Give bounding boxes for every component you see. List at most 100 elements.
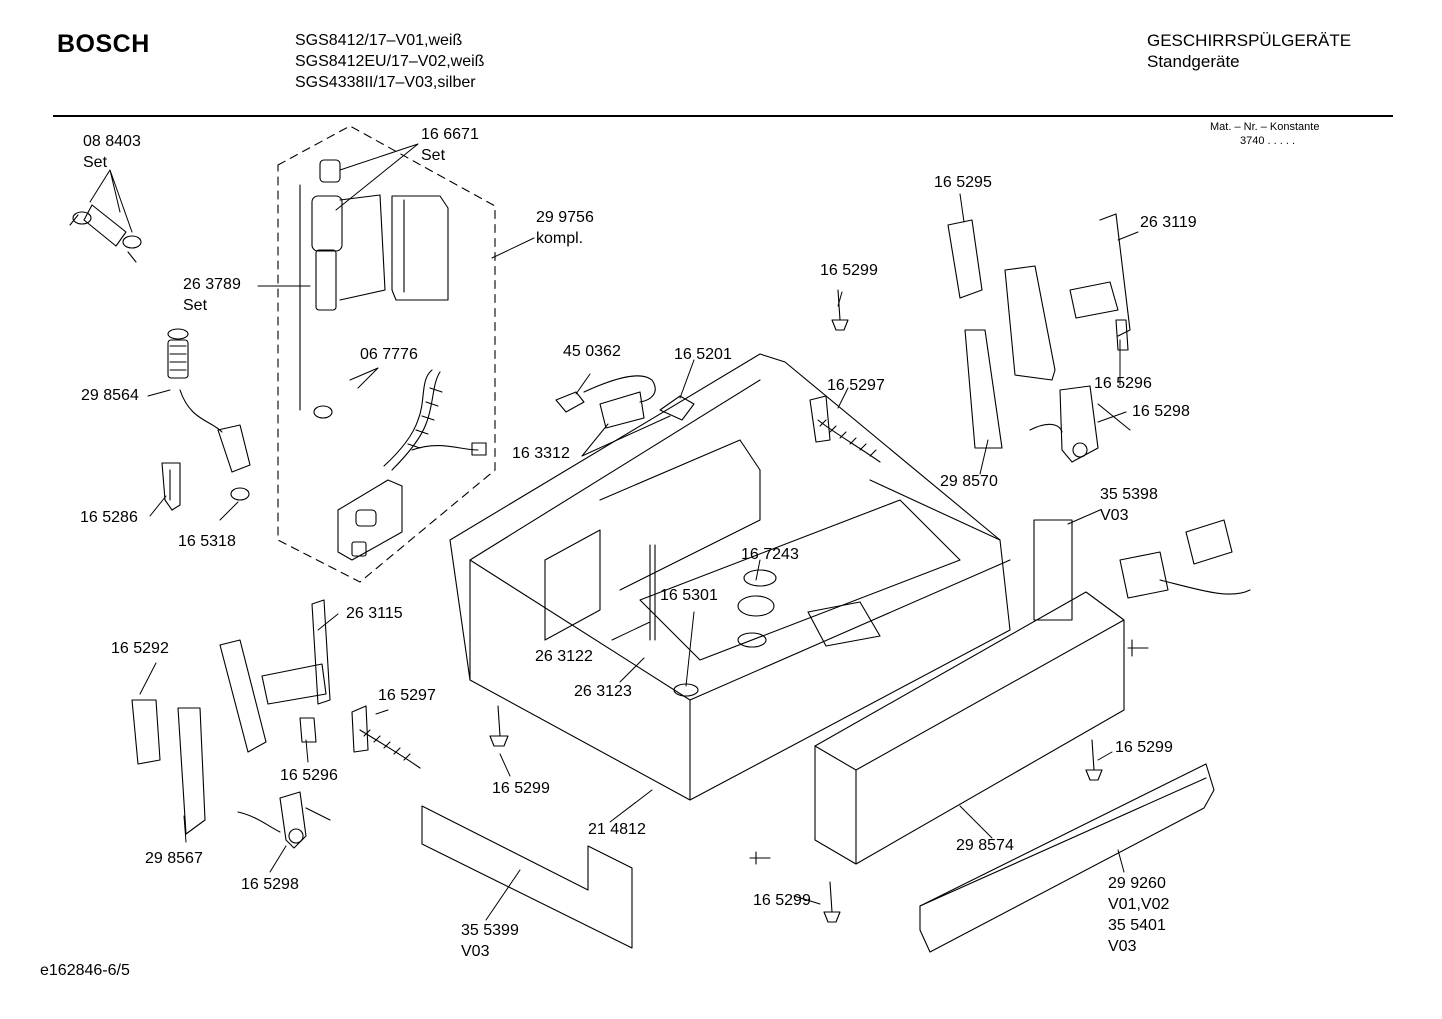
door-spring-left <box>352 706 420 768</box>
hose-clip <box>162 463 180 510</box>
part-label: 35 5399 V03 <box>461 920 519 962</box>
category-title: GESCHIRRSPÜLGERÄTE <box>1147 31 1352 50</box>
part-number: 21 4812 <box>588 821 646 838</box>
part-number: 16 5299 <box>753 892 811 909</box>
part-label: 16 5299 <box>820 260 878 281</box>
part-number: 16 5318 <box>178 533 236 550</box>
category-subtitle: Standgeräte <box>1147 52 1240 71</box>
part-note: V03 <box>461 943 490 960</box>
front-panel <box>815 592 1124 864</box>
material-constant-value: 3740 . . . . . <box>1240 135 1296 147</box>
model-list: SGS8412/17–V01,weiß SGS8412EU/17–V02,wei… <box>295 30 484 93</box>
screw-icon <box>490 706 508 746</box>
base-tub <box>450 354 1010 800</box>
part-label: 16 3312 <box>512 443 570 464</box>
screw-icon <box>832 290 848 330</box>
part-number: 29 8570 <box>940 473 998 490</box>
part-number: 26 3115 <box>346 605 403 622</box>
assembly-group-outline <box>278 126 495 582</box>
part-label: 16 5299 <box>753 890 811 911</box>
part-label: 29 8570 <box>940 471 998 492</box>
part-number: 16 5301 <box>660 587 718 604</box>
part-label: 26 3122 <box>535 646 593 667</box>
valve-bracket <box>338 480 402 560</box>
part-number: 16 5292 <box>111 640 169 657</box>
part-note: V01,V02 <box>1108 896 1170 913</box>
part-number: 26 3119 <box>1140 214 1197 231</box>
part-number: 16 5298 <box>1132 403 1190 420</box>
part-label: 35 5398 V03 <box>1100 484 1158 526</box>
material-constant-label: Mat. – Nr. – Konstante <box>1210 121 1320 133</box>
part-label: 16 5296 <box>280 765 338 786</box>
part-note: Set <box>83 154 108 171</box>
screw-icon <box>824 882 840 922</box>
part-number: 29 8564 <box>81 387 139 404</box>
part-note: V03 <box>1108 938 1137 955</box>
part-label: 29 8567 <box>145 848 203 869</box>
part-label: 16 5286 <box>80 507 138 528</box>
part-label: 16 5292 <box>111 638 169 659</box>
hose-clamp-set <box>70 205 141 262</box>
part-label: 08 8403 Set <box>83 131 141 173</box>
part-number: 16 7243 <box>741 546 799 563</box>
right-hinge-bracket <box>948 214 1130 462</box>
part-label: 16 7243 <box>741 544 799 565</box>
part-label: 16 5296 <box>1094 373 1152 394</box>
part-label: 16 5297 <box>827 375 885 396</box>
part-number: 16 5297 <box>827 377 885 394</box>
part-note: kompl. <box>536 230 584 247</box>
screw-icon <box>750 852 770 864</box>
part-label: 29 8564 <box>81 385 139 406</box>
part-label: 26 3789 Set <box>183 274 241 316</box>
header-rule <box>53 115 1393 117</box>
part-label: 45 0362 <box>563 341 621 362</box>
part-note: Set <box>183 297 208 314</box>
part-label: 16 5201 <box>674 344 732 365</box>
part-number: 16 5296 <box>280 767 338 784</box>
model-line: SGS8412EU/17–V02,weiß <box>295 53 485 70</box>
screw-icon <box>1128 640 1148 656</box>
drain-hose <box>168 329 250 500</box>
part-number: 16 5295 <box>934 174 992 191</box>
material-constant: Mat. – Nr. – Konstante 3740 . . . . . <box>1210 120 1319 148</box>
part-number: 16 5299 <box>820 262 878 279</box>
part-number: 26 3122 <box>535 648 593 665</box>
part-label: 26 3123 <box>574 681 632 702</box>
part-label: 26 3119 <box>1140 212 1197 233</box>
part-label: 16 5297 <box>378 685 436 706</box>
cable-assembly <box>556 376 694 428</box>
door-spring-right <box>810 396 880 462</box>
part-number: 29 8567 <box>145 850 203 867</box>
part-number: 06 7776 <box>360 346 418 363</box>
part-number: 29 9260 <box>1108 875 1166 892</box>
part-label: 29 9756 kompl. <box>536 207 594 249</box>
part-number: 16 5299 <box>492 780 550 797</box>
part-number: 16 5297 <box>378 687 436 704</box>
part-label: 16 5295 <box>934 172 992 193</box>
part-label: 16 5318 <box>178 531 236 552</box>
coil-hose <box>384 370 486 470</box>
part-number: 16 3312 <box>512 445 570 462</box>
category-block: GESCHIRRSPÜLGERÄTE Standgeräte <box>1147 30 1351 72</box>
part-number: 35 5398 <box>1100 486 1158 503</box>
part-label: 21 4812 <box>588 819 646 840</box>
part-number: 45 0362 <box>563 343 621 360</box>
brand-logo: BOSCH <box>57 30 150 58</box>
part-label: 29 9260 V01,V02 35 5401 V03 <box>1108 873 1169 957</box>
part-number: 29 8574 <box>956 837 1014 854</box>
part-number: 16 5201 <box>674 346 732 363</box>
part-note: V03 <box>1100 507 1129 524</box>
part-number: 35 5399 <box>461 922 519 939</box>
part-number: 08 8403 <box>83 133 141 150</box>
document-id: e162846-6/5 <box>40 962 130 979</box>
leader-lines <box>90 144 1138 920</box>
part-number: 35 5401 <box>1108 917 1166 934</box>
part-label: 26 3115 <box>346 603 403 624</box>
part-number: 16 5296 <box>1094 375 1152 392</box>
part-label: 16 5301 <box>660 585 718 606</box>
model-line: SGS8412/17–V01,weiß <box>295 32 463 49</box>
part-number: 26 3123 <box>574 683 632 700</box>
model-line: SGS4338II/17–V03,silber <box>295 74 476 91</box>
part-note: Set <box>421 147 446 164</box>
